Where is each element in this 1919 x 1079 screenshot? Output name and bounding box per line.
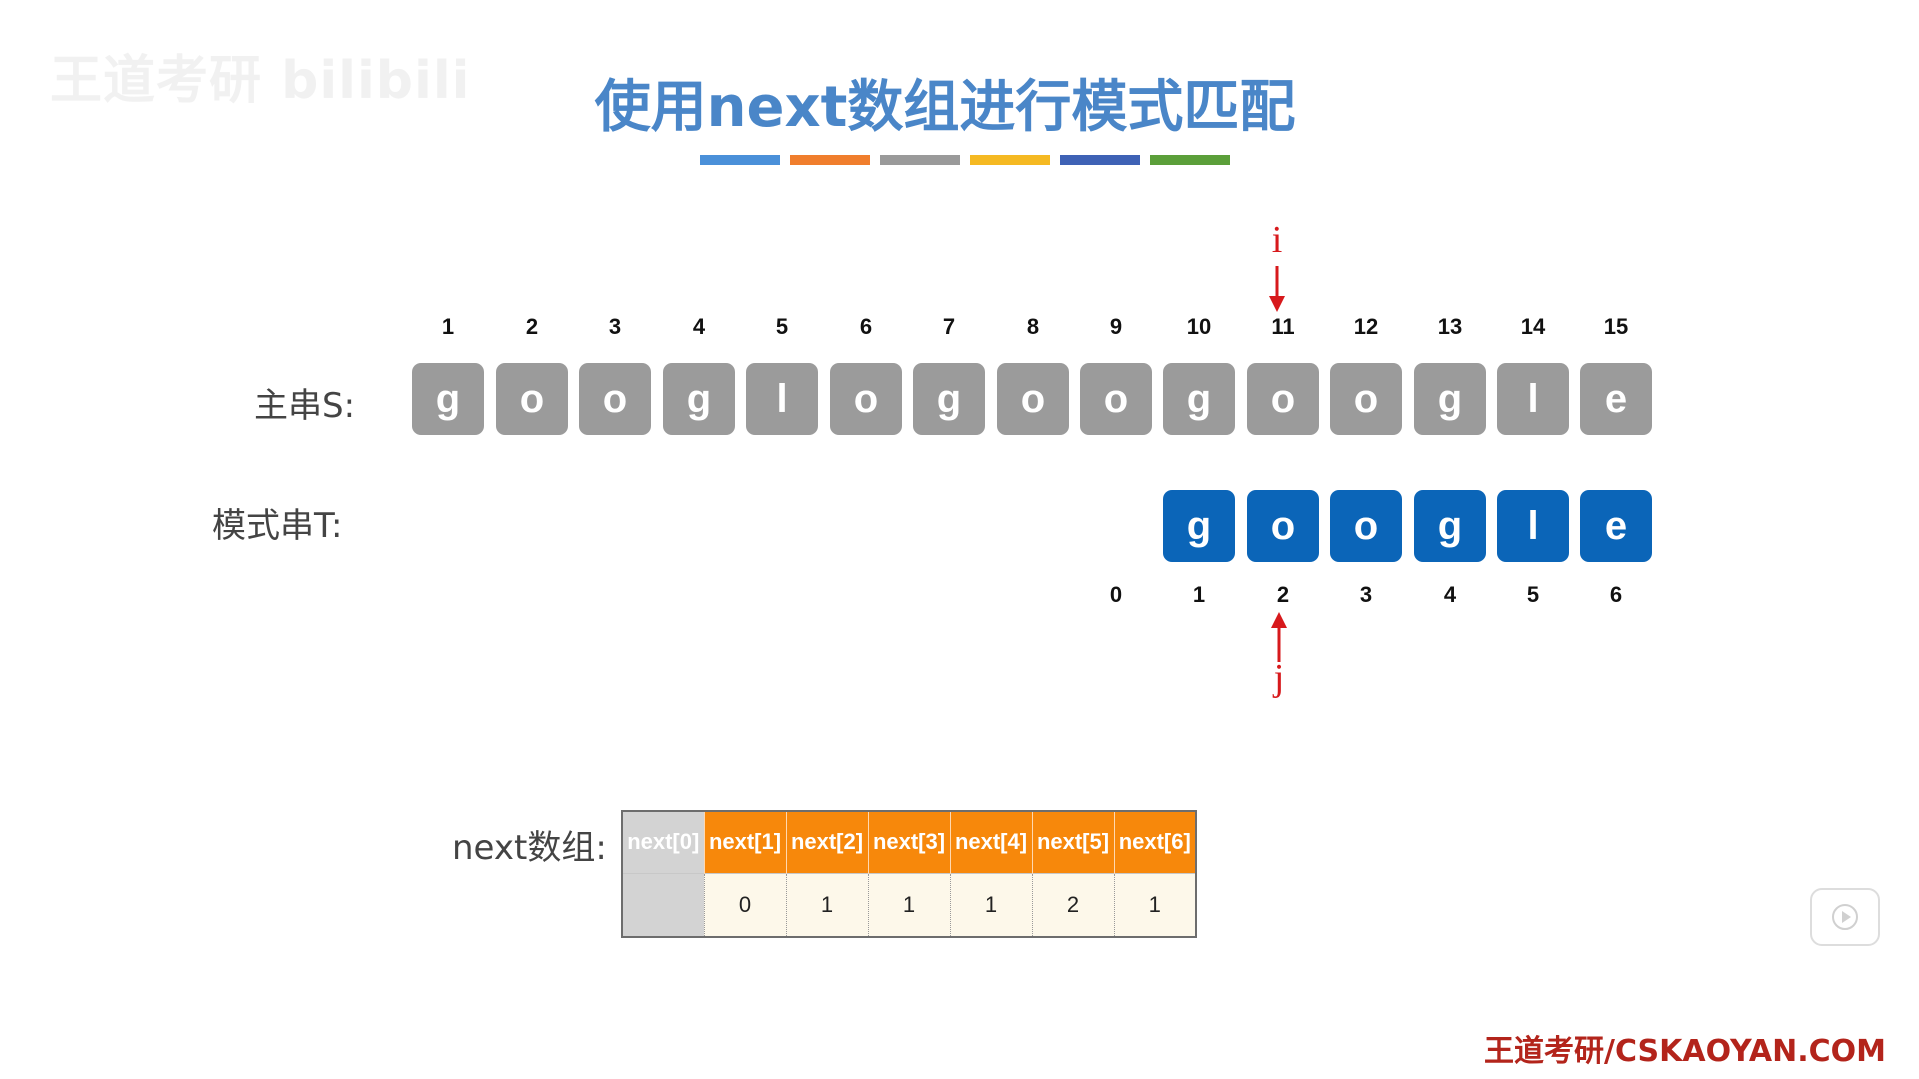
main-char-cell: g — [1163, 363, 1235, 435]
main-char-cell: l — [1497, 363, 1569, 435]
main-char-cell: g — [663, 363, 735, 435]
main-index: 9 — [1109, 314, 1123, 339]
next-header-cell: next[0] — [622, 811, 705, 873]
main-char-cell: o — [1080, 363, 1152, 435]
main-index: 8 — [1026, 314, 1040, 339]
next-header-cell: next[4] — [950, 811, 1033, 873]
watermark-logo: 王道考研 bilibili — [50, 51, 471, 111]
pattern-char-cell: o — [1330, 490, 1402, 562]
color-bar — [1150, 155, 1230, 165]
color-bar — [970, 155, 1050, 165]
main-char-cell: o — [579, 363, 651, 435]
main-index: 4 — [692, 314, 706, 339]
main-char-cell: o — [1330, 363, 1402, 435]
main-char-cell: g — [412, 363, 484, 435]
next-value-cell — [622, 872, 705, 937]
pattern-char-cell: g — [1163, 490, 1235, 562]
main-index: 13 — [1437, 314, 1463, 339]
main-index: 5 — [775, 314, 789, 339]
main-char-cell: g — [1414, 363, 1486, 435]
next-header-cell: next[2] — [786, 811, 869, 873]
next-value-cell: 1 — [786, 872, 869, 937]
pattern-index: 4 — [1443, 582, 1457, 607]
main-index: 3 — [608, 314, 622, 339]
color-bar-strip — [700, 155, 1230, 165]
next-value-cell: 1 — [1114, 872, 1197, 937]
pattern-index: 3 — [1359, 582, 1373, 607]
next-array-label: next数组: — [452, 828, 607, 868]
pattern-index: 1 — [1192, 582, 1206, 607]
pointer-i-arrow-icon — [1269, 266, 1285, 312]
main-string-label: 主串S: — [254, 386, 356, 426]
next-value-cell: 0 — [704, 872, 787, 937]
pointer-j-label: j — [1273, 657, 1285, 699]
next-value-cell: 2 — [1032, 872, 1115, 937]
pointer-i-label: i — [1271, 219, 1283, 261]
pattern-char-cell: e — [1580, 490, 1652, 562]
main-char-cell: g — [913, 363, 985, 435]
pattern-char-cell: o — [1247, 490, 1319, 562]
color-bar — [790, 155, 870, 165]
pattern-string-label: 模式串T: — [212, 506, 343, 546]
main-char-cell: o — [997, 363, 1069, 435]
main-index: 12 — [1353, 314, 1379, 339]
main-index: 1 — [441, 314, 455, 339]
color-bar — [700, 155, 780, 165]
next-header-cell: next[6] — [1114, 811, 1197, 873]
pattern-index: 5 — [1526, 582, 1540, 607]
main-index: 15 — [1603, 314, 1629, 339]
pattern-index: 0 — [1109, 582, 1123, 607]
play-icon[interactable] — [1810, 888, 1880, 946]
pattern-char-cell: g — [1414, 490, 1486, 562]
pointer-j-arrow-icon — [1271, 612, 1287, 662]
color-bar — [880, 155, 960, 165]
next-header-cell: next[5] — [1032, 811, 1115, 873]
color-bar — [1060, 155, 1140, 165]
next-array-table: next[0] next[1] next[2] next[3] next[4] … — [621, 810, 1197, 938]
main-char-cell: o — [1247, 363, 1319, 435]
main-char-cell: o — [830, 363, 902, 435]
pattern-index: 6 — [1609, 582, 1623, 607]
main-index: 7 — [942, 314, 956, 339]
main-char-cell: l — [746, 363, 818, 435]
next-value-cell: 1 — [868, 872, 951, 937]
pattern-char-cell: l — [1497, 490, 1569, 562]
main-index: 14 — [1520, 314, 1546, 339]
main-char-cell: o — [496, 363, 568, 435]
slide-title: 使用next数组进行模式匹配 — [594, 75, 1296, 140]
footer-brand: 王道考研/CSKAOYAN.COM — [1484, 1034, 1886, 1069]
pattern-index: 2 — [1276, 582, 1290, 607]
next-value-cell: 1 — [950, 872, 1033, 937]
main-index: 10 — [1186, 314, 1212, 339]
main-index: 2 — [525, 314, 539, 339]
next-header-cell: next[1] — [704, 811, 787, 873]
next-header-cell: next[3] — [868, 811, 951, 873]
main-index: 6 — [859, 314, 873, 339]
main-char-cell: e — [1580, 363, 1652, 435]
main-index: 11 — [1271, 314, 1295, 339]
